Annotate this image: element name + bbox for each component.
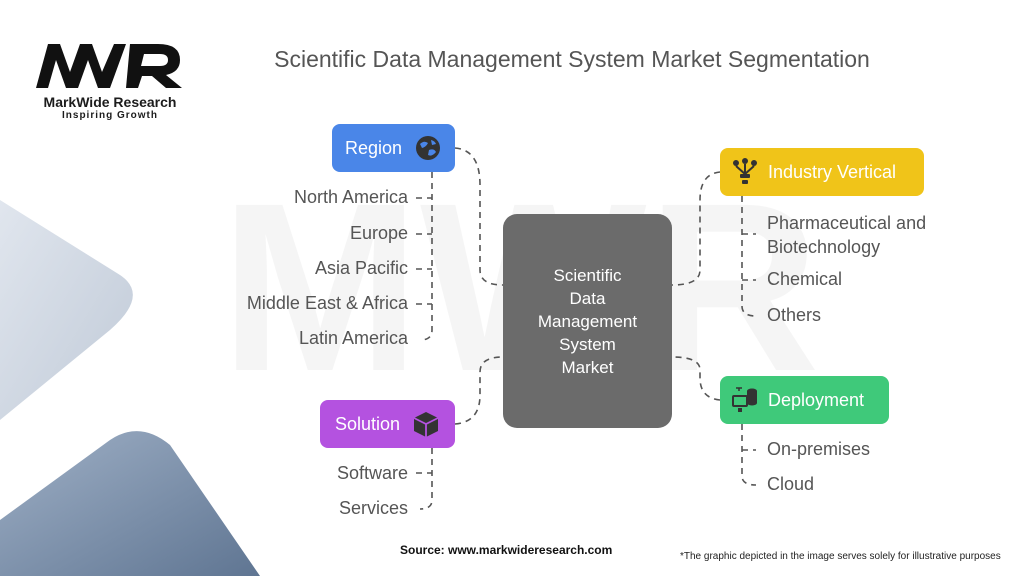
solution-item: Software [336,463,408,483]
region-item: Latin America [298,328,408,348]
center-line: Market [561,357,614,377]
solution-pill: Solution [320,400,455,448]
center-line: System [559,334,616,354]
connector-solution [454,356,504,425]
center-label: Scientific Data Management System Market [518,264,658,379]
industry-item: Others [767,305,822,325]
center-line: Scientific [553,265,622,285]
region-item: Asia Pacific [314,258,408,278]
connector-region-list [419,172,433,341]
connector-industry-list [741,196,757,317]
region-label: Region [344,137,403,158]
industry-item: Pharmaceutical and Biotechnology [767,211,947,259]
source-note: Source: www.markwideresearch.com [400,543,613,557]
deployment-label: Deployment [768,389,865,410]
connector-industry [671,171,721,286]
logo-mark [36,44,182,88]
center-line: Data [569,288,606,308]
deployment-item: Cloud [767,474,815,494]
industry-item: Chemical [767,269,843,289]
deployment-pill: Deployment [720,376,889,424]
region-item: Europe [349,223,408,243]
decor-band-dark [0,431,260,576]
industry-item-text: Pharmaceutical and Biotechnology [767,213,927,257]
brand-name: MarkWide Research [43,94,177,110]
globe-icon [414,134,442,162]
industry-pill: Industry Vertical [720,148,924,196]
region-pill: Region [332,124,455,172]
region-item: Middle East & Africa [246,293,408,313]
solution-item: Services [338,498,408,518]
disclaimer-note: *The graphic depicted in the image serve… [680,551,1001,562]
connector-deployment [671,356,721,401]
server-icon [732,386,758,414]
connector-solution-list [419,448,433,510]
page-title: Scientific Data Management System Market… [274,46,870,72]
industry-label: Industry Vertical [768,161,897,182]
region-item: North America [293,187,408,207]
solution-label: Solution [334,413,401,434]
box-icon [412,410,440,438]
deployment-item: On-premises [767,439,871,459]
decor-band-light [0,200,133,420]
brand-tagline: Inspiring Growth [62,110,158,121]
brand-logo: MarkWide Research Inspiring Growth [30,38,190,121]
connector-region [454,147,504,286]
connector-deployment-list [741,424,757,486]
center-line: Management [537,311,638,331]
network-icon [732,158,758,186]
center-node: Scientific Data Management System Market [503,214,672,428]
